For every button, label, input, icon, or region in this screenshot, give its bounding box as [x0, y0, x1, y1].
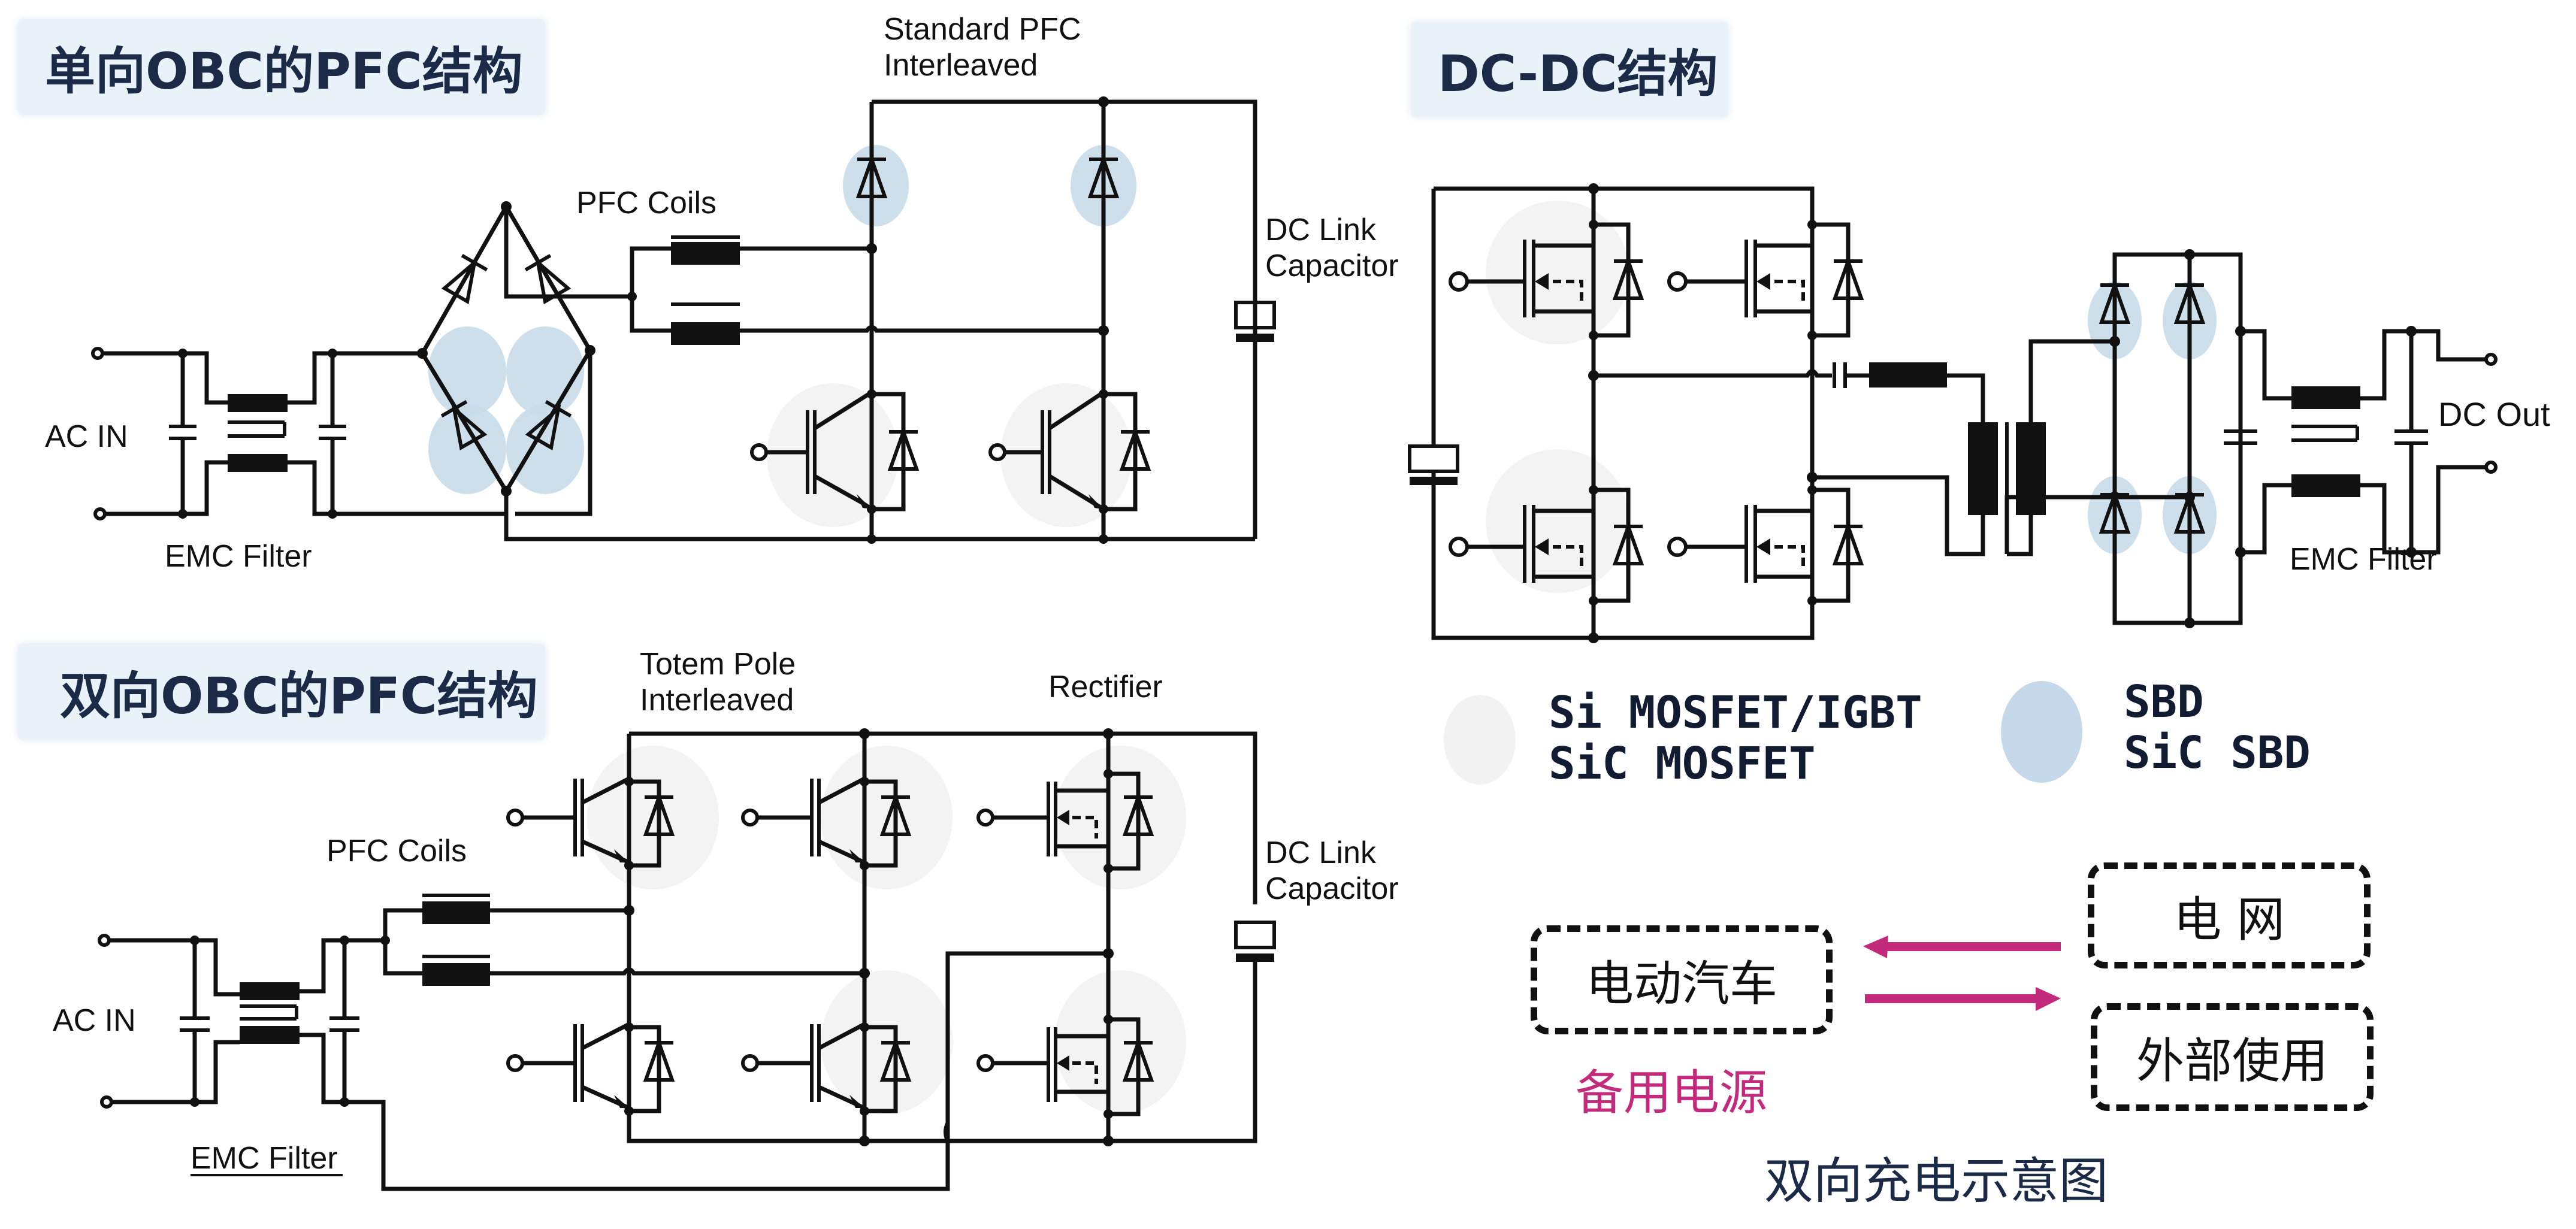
mosfet-switch: [1667, 220, 1863, 340]
igbt-switch: [506, 776, 673, 870]
ac-terminal: [91, 347, 104, 360]
label-dc-out: DC Out: [2438, 395, 2550, 433]
mosfet-switch: [1449, 485, 1643, 606]
label-emc-filter: EMC Filter: [2290, 542, 2437, 577]
label-topology: Standard PFC Interleaved: [884, 12, 1081, 83]
legend-diode-swatch: [2001, 681, 2082, 783]
ev-box: 电动汽车: [1531, 925, 1833, 1034]
ac-terminal: [93, 507, 107, 520]
legend-switch-swatch: [1444, 695, 1516, 785]
dc-out-terminal: [2484, 461, 2498, 474]
bridge-diode-halo: [428, 404, 506, 494]
igbt-halo: [767, 383, 899, 527]
label-emc-filter: EMC Filter: [191, 1141, 338, 1176]
external-use-box: 外部使用: [2091, 1003, 2374, 1111]
section-title-dcdc: DC-DC结构: [1411, 22, 1728, 117]
igbt-switch: [988, 389, 1150, 544]
mosfet-switch: [976, 769, 1153, 873]
label-rectifier: Rectifier: [1048, 670, 1163, 704]
mosfet-switch: [1667, 485, 1863, 606]
bridge-diode-halo: [428, 326, 506, 416]
dcdc-circuit: [1408, 183, 2498, 643]
mosfet-switch: [1449, 220, 1643, 340]
label-topology: Totem Pole Interleaved: [640, 647, 796, 718]
arrow-grid-to-ev: [1863, 936, 2061, 958]
bidirectional-charging-caption: 双向充电示意图: [1764, 1153, 2109, 1210]
arrow-ev-to-external: [1865, 987, 2061, 1011]
section-title-unidirectional: 单向OBC的PFC结构: [18, 19, 545, 115]
bridge-diode-halo: [506, 326, 584, 416]
label-pfc-coils: PFC Coils: [326, 834, 467, 868]
label-dc-link: DC Link Capacitor: [1265, 836, 1399, 906]
label-pfc-coils: PFC Coils: [576, 186, 717, 220]
igbt-switch: [741, 1022, 910, 1116]
bridge-diode-halo: [506, 404, 584, 494]
label-ac-in: AC IN: [53, 1003, 136, 1038]
igbt-switch: [741, 776, 910, 870]
label-ac-in: AC IN: [45, 419, 128, 454]
igbt-switch: [506, 1022, 673, 1116]
legend-diode-text: SBD SiC SBD: [2124, 676, 2311, 779]
grid-box: 电 网: [2088, 862, 2371, 968]
boost-diode-halo: [843, 145, 909, 226]
label-dc-link: DC Link Capacitor: [1265, 213, 1399, 283]
label-emc-filter: EMC Filter: [165, 539, 312, 574]
igbt-switch: [750, 359, 918, 544]
legend-switch-text: Si MOSFET/IGBT SiC MOSFET: [1549, 687, 1922, 790]
igbt-halo: [1000, 383, 1132, 527]
section-title-bidirectional: 双向OBC的PFC结构: [18, 644, 545, 740]
unidirectional-pfc-circuit: [91, 96, 1276, 544]
backup-power-label: 备用电源: [1576, 1065, 1767, 1121]
mosfet-switch: [976, 1015, 1153, 1119]
bidirectional-pfc-circuit: [98, 728, 1276, 1191]
dc-out-terminal: [2484, 353, 2498, 366]
